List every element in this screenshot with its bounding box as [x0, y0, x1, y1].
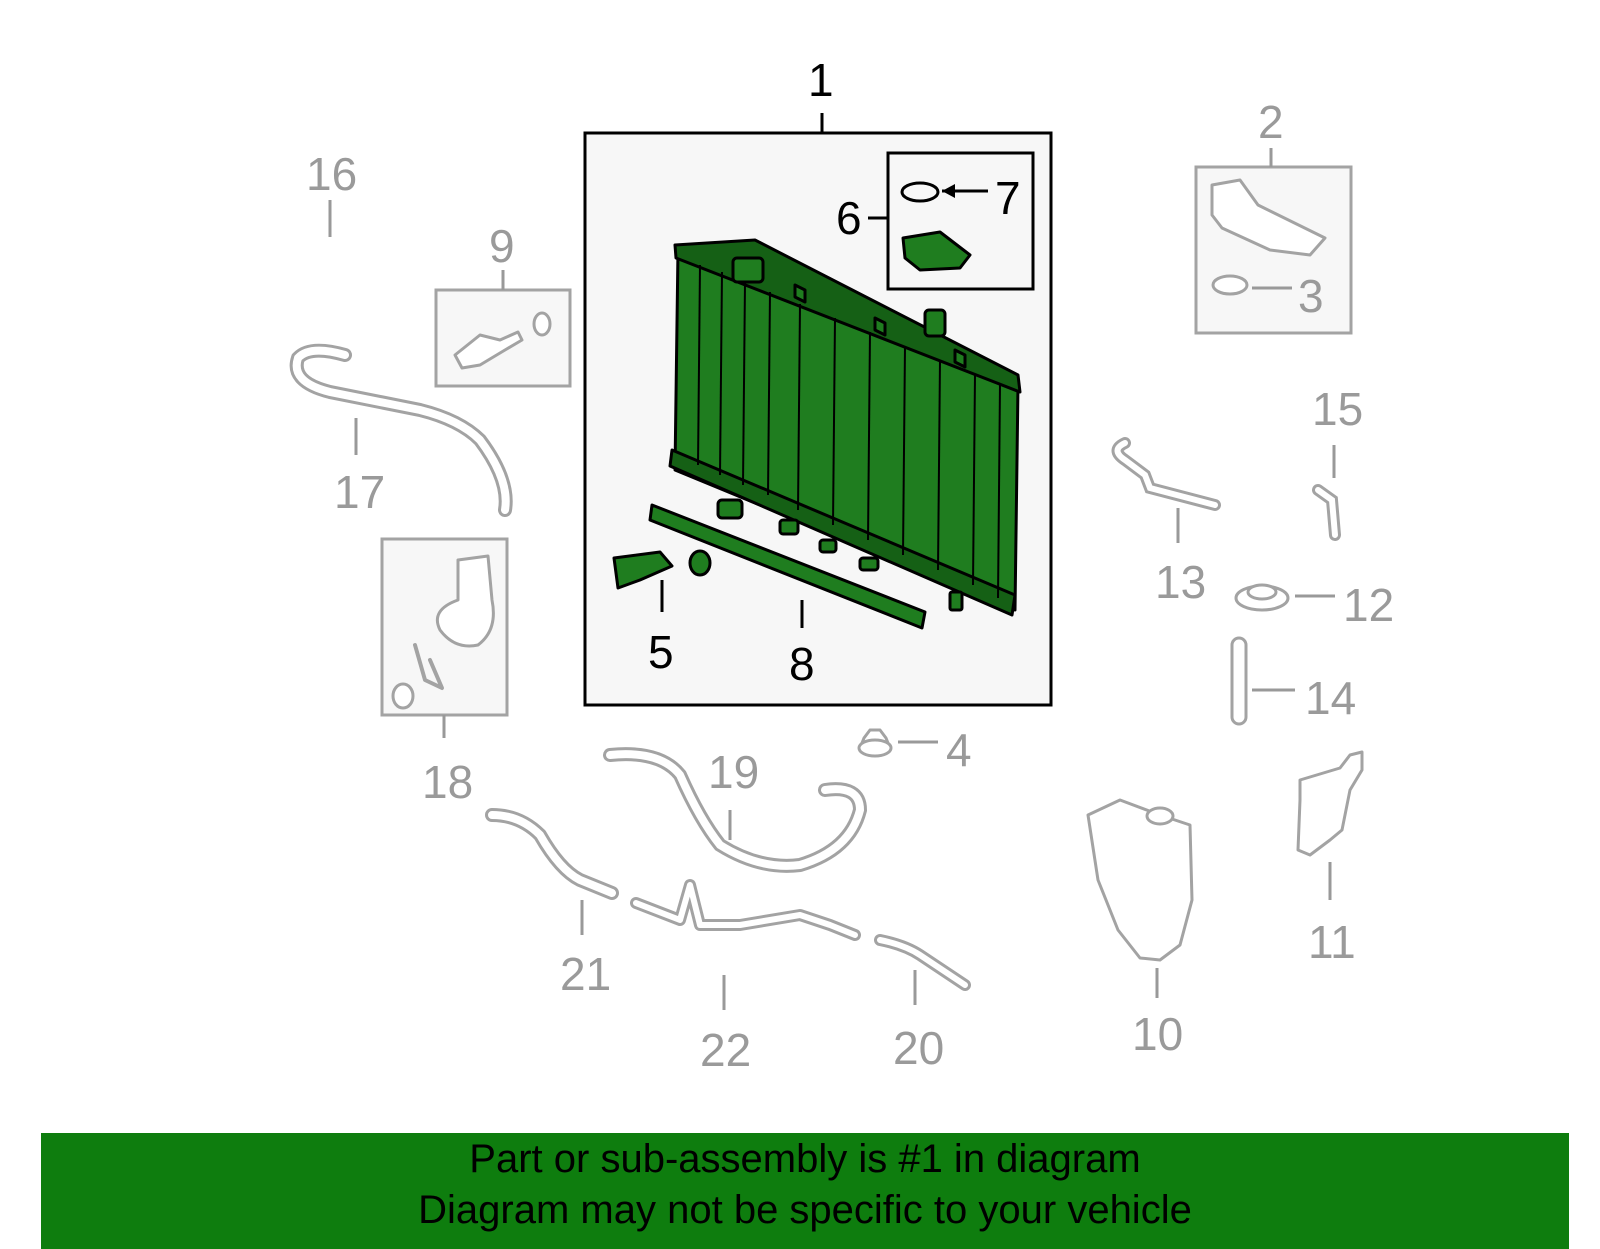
- drain-plug-icon: [612, 549, 712, 590]
- sensor-icon: [453, 330, 524, 370]
- info-banner: Part or sub-assembly is #1 in diagram Di…: [41, 1133, 1569, 1249]
- callout-3: 3: [1298, 270, 1324, 322]
- callout-9: 9: [489, 220, 515, 272]
- banner-line-2: Diagram may not be specific to your vehi…: [418, 1188, 1192, 1232]
- callout-15: 15: [1312, 383, 1363, 435]
- bracket-group[interactable]: 2 3: [1194, 96, 1353, 335]
- callout-19: 19: [708, 746, 759, 798]
- callout-5: 5: [648, 626, 674, 678]
- callout-1: 1: [808, 54, 834, 106]
- reserve-bracket-icon: [1296, 750, 1364, 857]
- callout-13: 13: [1155, 556, 1206, 608]
- seal-strip-icon: [648, 503, 927, 630]
- cap-box: [886, 151, 1035, 291]
- tube-icon: [1230, 636, 1248, 726]
- clip-icon: [1211, 274, 1249, 296]
- callout-22: 22: [700, 1024, 751, 1076]
- callout-4: 4: [946, 724, 972, 776]
- bracket-icon: [1210, 178, 1327, 257]
- reservoir-tank-icon: [1086, 798, 1194, 962]
- callout-7: 7: [995, 172, 1021, 224]
- callout-16: 16: [306, 148, 357, 200]
- callout-10: 10: [1132, 1008, 1183, 1060]
- callout-17: 17: [334, 466, 385, 518]
- callout-12: 12: [1343, 579, 1394, 631]
- callout-2: 2: [1258, 96, 1284, 148]
- callout-11: 11: [1308, 916, 1356, 968]
- sensor-group[interactable]: 9: [434, 220, 572, 388]
- callout-8: 8: [789, 638, 815, 690]
- water-outlet-group[interactable]: 18: [380, 537, 509, 808]
- radiator-assembly-group[interactable]: 1: [583, 54, 1053, 707]
- water-outlet-icon: [435, 554, 495, 648]
- o-ring-icon: [900, 181, 940, 203]
- radiator-cap-icon: [901, 230, 972, 272]
- callout-21: 21: [560, 948, 611, 1000]
- banner-line-1: Part or sub-assembly is #1 in diagram: [469, 1137, 1141, 1181]
- callout-18: 18: [422, 756, 473, 808]
- callout-14: 14: [1305, 672, 1356, 724]
- reservoir-tank-group[interactable]: 10: [1086, 798, 1194, 1060]
- upper-hose-icon: [206, 193, 464, 394]
- callout-6: 6: [836, 192, 862, 244]
- radiator-icon: [668, 238, 1022, 617]
- grommet-group[interactable]: 4: [857, 724, 972, 776]
- callout-20: 20: [893, 1022, 944, 1074]
